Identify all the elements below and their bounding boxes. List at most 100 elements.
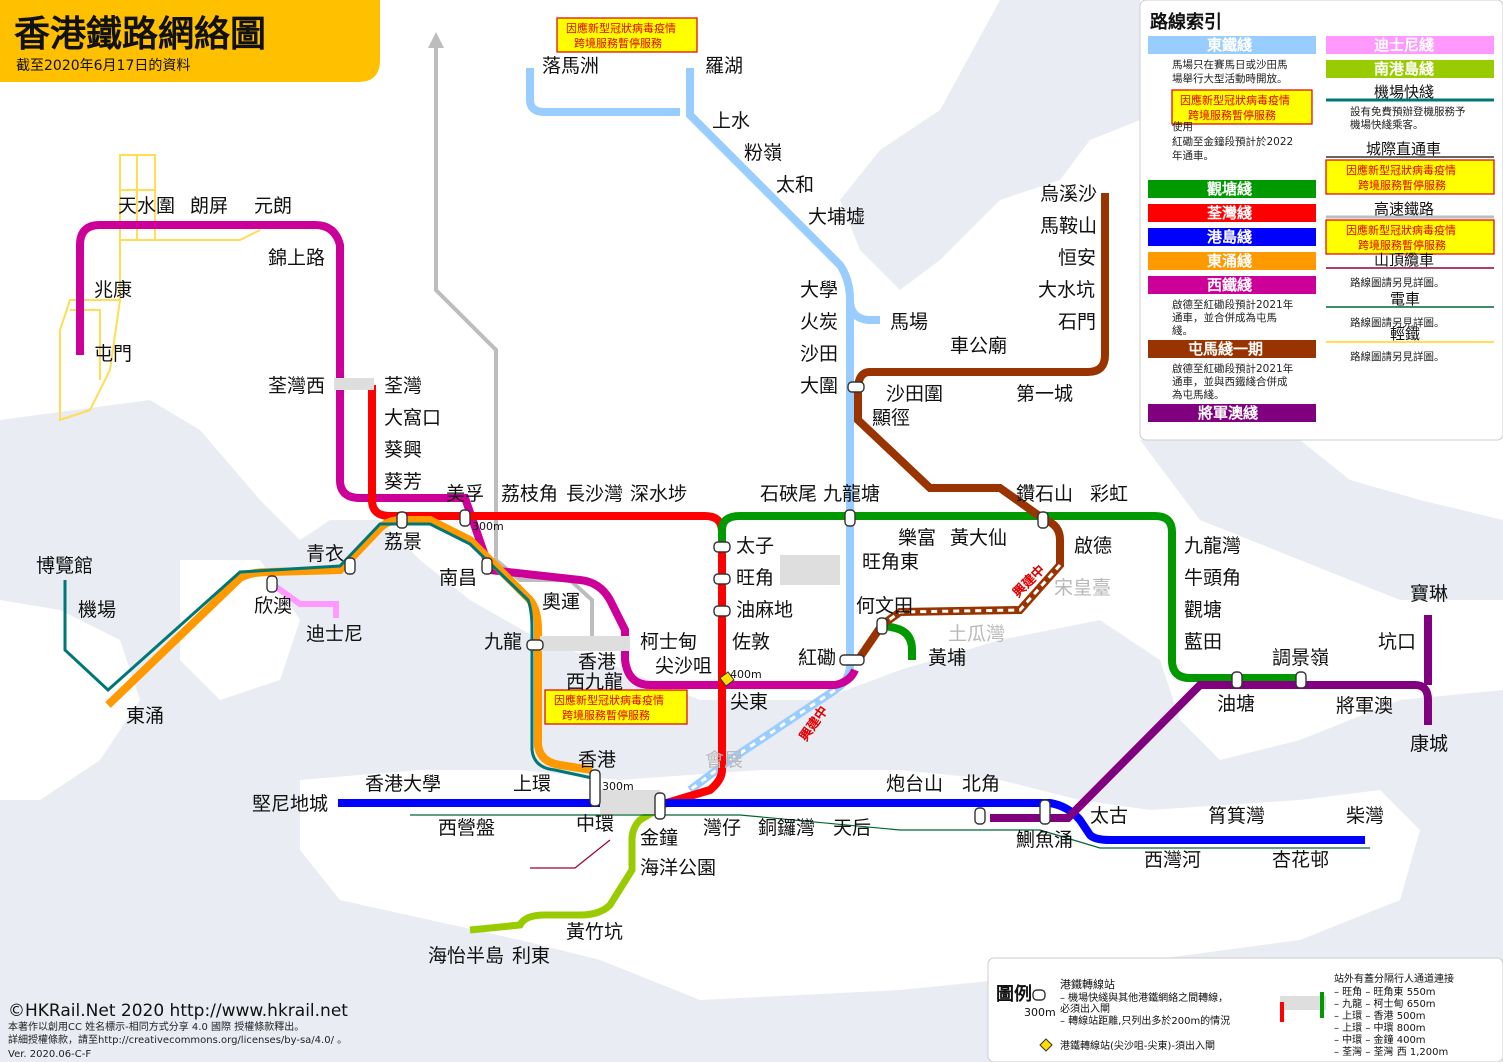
- station-fortress-hill[interactable]: 炮台山: [886, 773, 943, 795]
- station-kwai-fong[interactable]: 葵芳: [384, 471, 422, 493]
- legend-tko[interactable]: [1148, 404, 1316, 422]
- station-tung-chung[interactable]: 東涌: [126, 705, 164, 727]
- interchange-lai-king[interactable]: [396, 511, 408, 529]
- station-kowloon-tong[interactable]: 九龍塘: [823, 483, 880, 505]
- station-wong-tai-sin[interactable]: 黃大仙: [950, 527, 1007, 549]
- station-siu-hong[interactable]: 兆康: [94, 279, 132, 301]
- station-sai-ying-pun[interactable]: 西營盤: [438, 817, 495, 839]
- station-kai-tak[interactable]: 啟德: [1074, 535, 1112, 557]
- station-prince-edward[interactable]: 太子: [736, 535, 774, 557]
- legend-tram-label[interactable]: 電車: [1390, 290, 1420, 308]
- station-central[interactable]: 中環: [576, 813, 614, 835]
- station-lo-wu[interactable]: 羅湖: [705, 55, 743, 77]
- station-tin-hau[interactable]: 天后: [833, 817, 871, 839]
- station-university[interactable]: 大學: [800, 279, 838, 301]
- station-heng-fa-chuen[interactable]: 杏花邨: [1272, 849, 1329, 871]
- station-tai-koo[interactable]: 太古: [1090, 805, 1128, 827]
- legend-west-rail[interactable]: [1148, 276, 1316, 294]
- station-kowloon[interactable]: 九龍: [484, 631, 522, 653]
- station-tsing-yi[interactable]: 青衣: [306, 543, 344, 565]
- station-tsuen-wan[interactable]: 荃灣: [384, 375, 422, 397]
- interchange-kowloon[interactable]: [526, 639, 544, 651]
- station-lai-king[interactable]: 荔景: [384, 531, 422, 553]
- legend-light-rail-label[interactable]: 輕鐵: [1390, 325, 1420, 343]
- legend-south-island[interactable]: [1326, 60, 1494, 78]
- station-shek-mun[interactable]: 石門: [1058, 311, 1096, 333]
- station-kwai-hing[interactable]: 葵興: [384, 439, 422, 461]
- station-wong-chuk-hang[interactable]: 黃竹坑: [566, 921, 623, 943]
- legend-kwun-tong[interactable]: [1148, 180, 1316, 198]
- station-shek-kip-mei[interactable]: 石硤尾: [760, 483, 817, 505]
- station-nam-cheong[interactable]: 南昌: [439, 567, 477, 589]
- station-mong-kok-east[interactable]: 旺角東: [862, 551, 919, 573]
- station-wan-chai[interactable]: 灣仔: [703, 817, 741, 839]
- station-hong-kong[interactable]: 香港: [578, 749, 616, 771]
- station-asiaworld-expo[interactable]: 博覽館: [36, 555, 93, 577]
- interchange-north-point[interactable]: [974, 807, 986, 825]
- station-sung-wong-toi[interactable]: 宋皇臺: [1054, 577, 1111, 599]
- station-kwun-tong[interactable]: 觀塘: [1184, 599, 1222, 621]
- interchange-tai-wai[interactable]: [847, 381, 865, 393]
- credit-license-url[interactable]: 詳細授權條款，請至http://creativecommons.org/lice…: [8, 1033, 347, 1046]
- legend-airport-label[interactable]: 機場快綫: [1374, 83, 1434, 101]
- station-tsuen-wan-west[interactable]: 荃灣西: [268, 375, 325, 397]
- station-south-horizons[interactable]: 海怡半島: [428, 945, 504, 967]
- station-disneyland[interactable]: 迪士尼: [306, 623, 363, 645]
- legend-east-rail[interactable]: [1148, 36, 1316, 54]
- interchange-quarry-bay[interactable]: [1039, 799, 1051, 825]
- interchange-kowloon-tong[interactable]: [844, 509, 856, 527]
- station-tin-shui-wai[interactable]: 天水圍: [118, 195, 175, 217]
- interchange-mei-foo[interactable]: [459, 509, 471, 527]
- station-kennedy-town[interactable]: 堅尼地城: [252, 793, 328, 815]
- station-ma-on-shan[interactable]: 馬鞍山: [1040, 215, 1097, 237]
- station-fo-tan[interactable]: 火炭: [800, 311, 838, 333]
- legend-peak-tram-label[interactable]: 山頂纜車: [1374, 251, 1434, 269]
- legend-disney[interactable]: [1326, 36, 1494, 54]
- station-east-tst[interactable]: 尖東: [730, 691, 768, 713]
- legend-hsr-label[interactable]: 高速鐵路: [1374, 200, 1434, 218]
- interchange-tst-east-diamond[interactable]: [719, 671, 735, 687]
- station-chai-wan[interactable]: 柴灣: [1346, 805, 1384, 827]
- interchange-tsing-yi[interactable]: [344, 557, 356, 575]
- station-sham-shui-po[interactable]: 深水埗: [630, 483, 687, 505]
- station-city-one[interactable]: 第一城: [1016, 383, 1073, 405]
- station-tai-po-market[interactable]: 大埔墟: [808, 206, 865, 228]
- station-racecourse[interactable]: 馬場: [890, 311, 928, 333]
- station-airport[interactable]: 機場: [78, 599, 116, 621]
- station-hin-keng[interactable]: 顯徑: [872, 407, 910, 429]
- station-cheung-sha-wan[interactable]: 長沙灣: [566, 483, 623, 505]
- interchange-ho-man-tin[interactable]: [876, 617, 888, 635]
- station-tai-shui-hang[interactable]: 大水坑: [1038, 279, 1095, 301]
- station-lei-tung[interactable]: 利東: [512, 945, 550, 967]
- station-shau-kei-wan[interactable]: 筲箕灣: [1208, 805, 1265, 827]
- station-to-kwa-wan[interactable]: 土瓜灣: [948, 623, 1005, 645]
- station-tuen-mun[interactable]: 屯門: [94, 343, 132, 365]
- station-olympic[interactable]: 奧運: [542, 591, 580, 613]
- station-yau-ma-tei[interactable]: 油麻地: [736, 599, 793, 621]
- legend-tung-chung[interactable]: [1148, 252, 1316, 270]
- station-west-kowloon[interactable]: 西九龍: [566, 671, 623, 693]
- interchange-diamond-hill[interactable]: [1037, 511, 1049, 529]
- interchange-hung-hom[interactable]: [839, 654, 865, 666]
- interchange-nam-cheong[interactable]: [481, 557, 493, 575]
- station-north-point[interactable]: 北角: [962, 773, 1000, 795]
- station-hku[interactable]: 香港大學: [365, 773, 441, 795]
- legend-intercity-label[interactable]: 城際直通車: [1366, 140, 1441, 158]
- station-tai-wo-hau[interactable]: 大窩口: [384, 407, 441, 429]
- station-sunny-bay[interactable]: 欣澳: [254, 595, 292, 617]
- station-lam-tin[interactable]: 藍田: [1184, 631, 1222, 653]
- station-mei-foo[interactable]: 美孚: [446, 483, 484, 505]
- station-sha-tin[interactable]: 沙田: [800, 343, 838, 365]
- legend-tuen-ma[interactable]: [1148, 340, 1316, 358]
- legend-island[interactable]: [1148, 228, 1316, 246]
- station-tsim-sha-tsui[interactable]: 尖沙咀: [655, 655, 712, 677]
- station-fanling[interactable]: 粉嶺: [744, 142, 782, 164]
- station-lohas-park[interactable]: 康城: [1410, 733, 1448, 755]
- station-tai-wo[interactable]: 太和: [776, 174, 814, 196]
- station-tseung-kwan-o[interactable]: 將軍澳: [1336, 695, 1393, 717]
- interchange-yau-ma-tei[interactable]: [713, 605, 731, 617]
- station-lai-chi-kok[interactable]: 荔枝角: [501, 483, 558, 505]
- station-ocean-park[interactable]: 海洋公園: [640, 857, 716, 879]
- station-yuen-long[interactable]: 元朗: [254, 195, 292, 217]
- legend-tsuen-wan[interactable]: [1148, 204, 1316, 222]
